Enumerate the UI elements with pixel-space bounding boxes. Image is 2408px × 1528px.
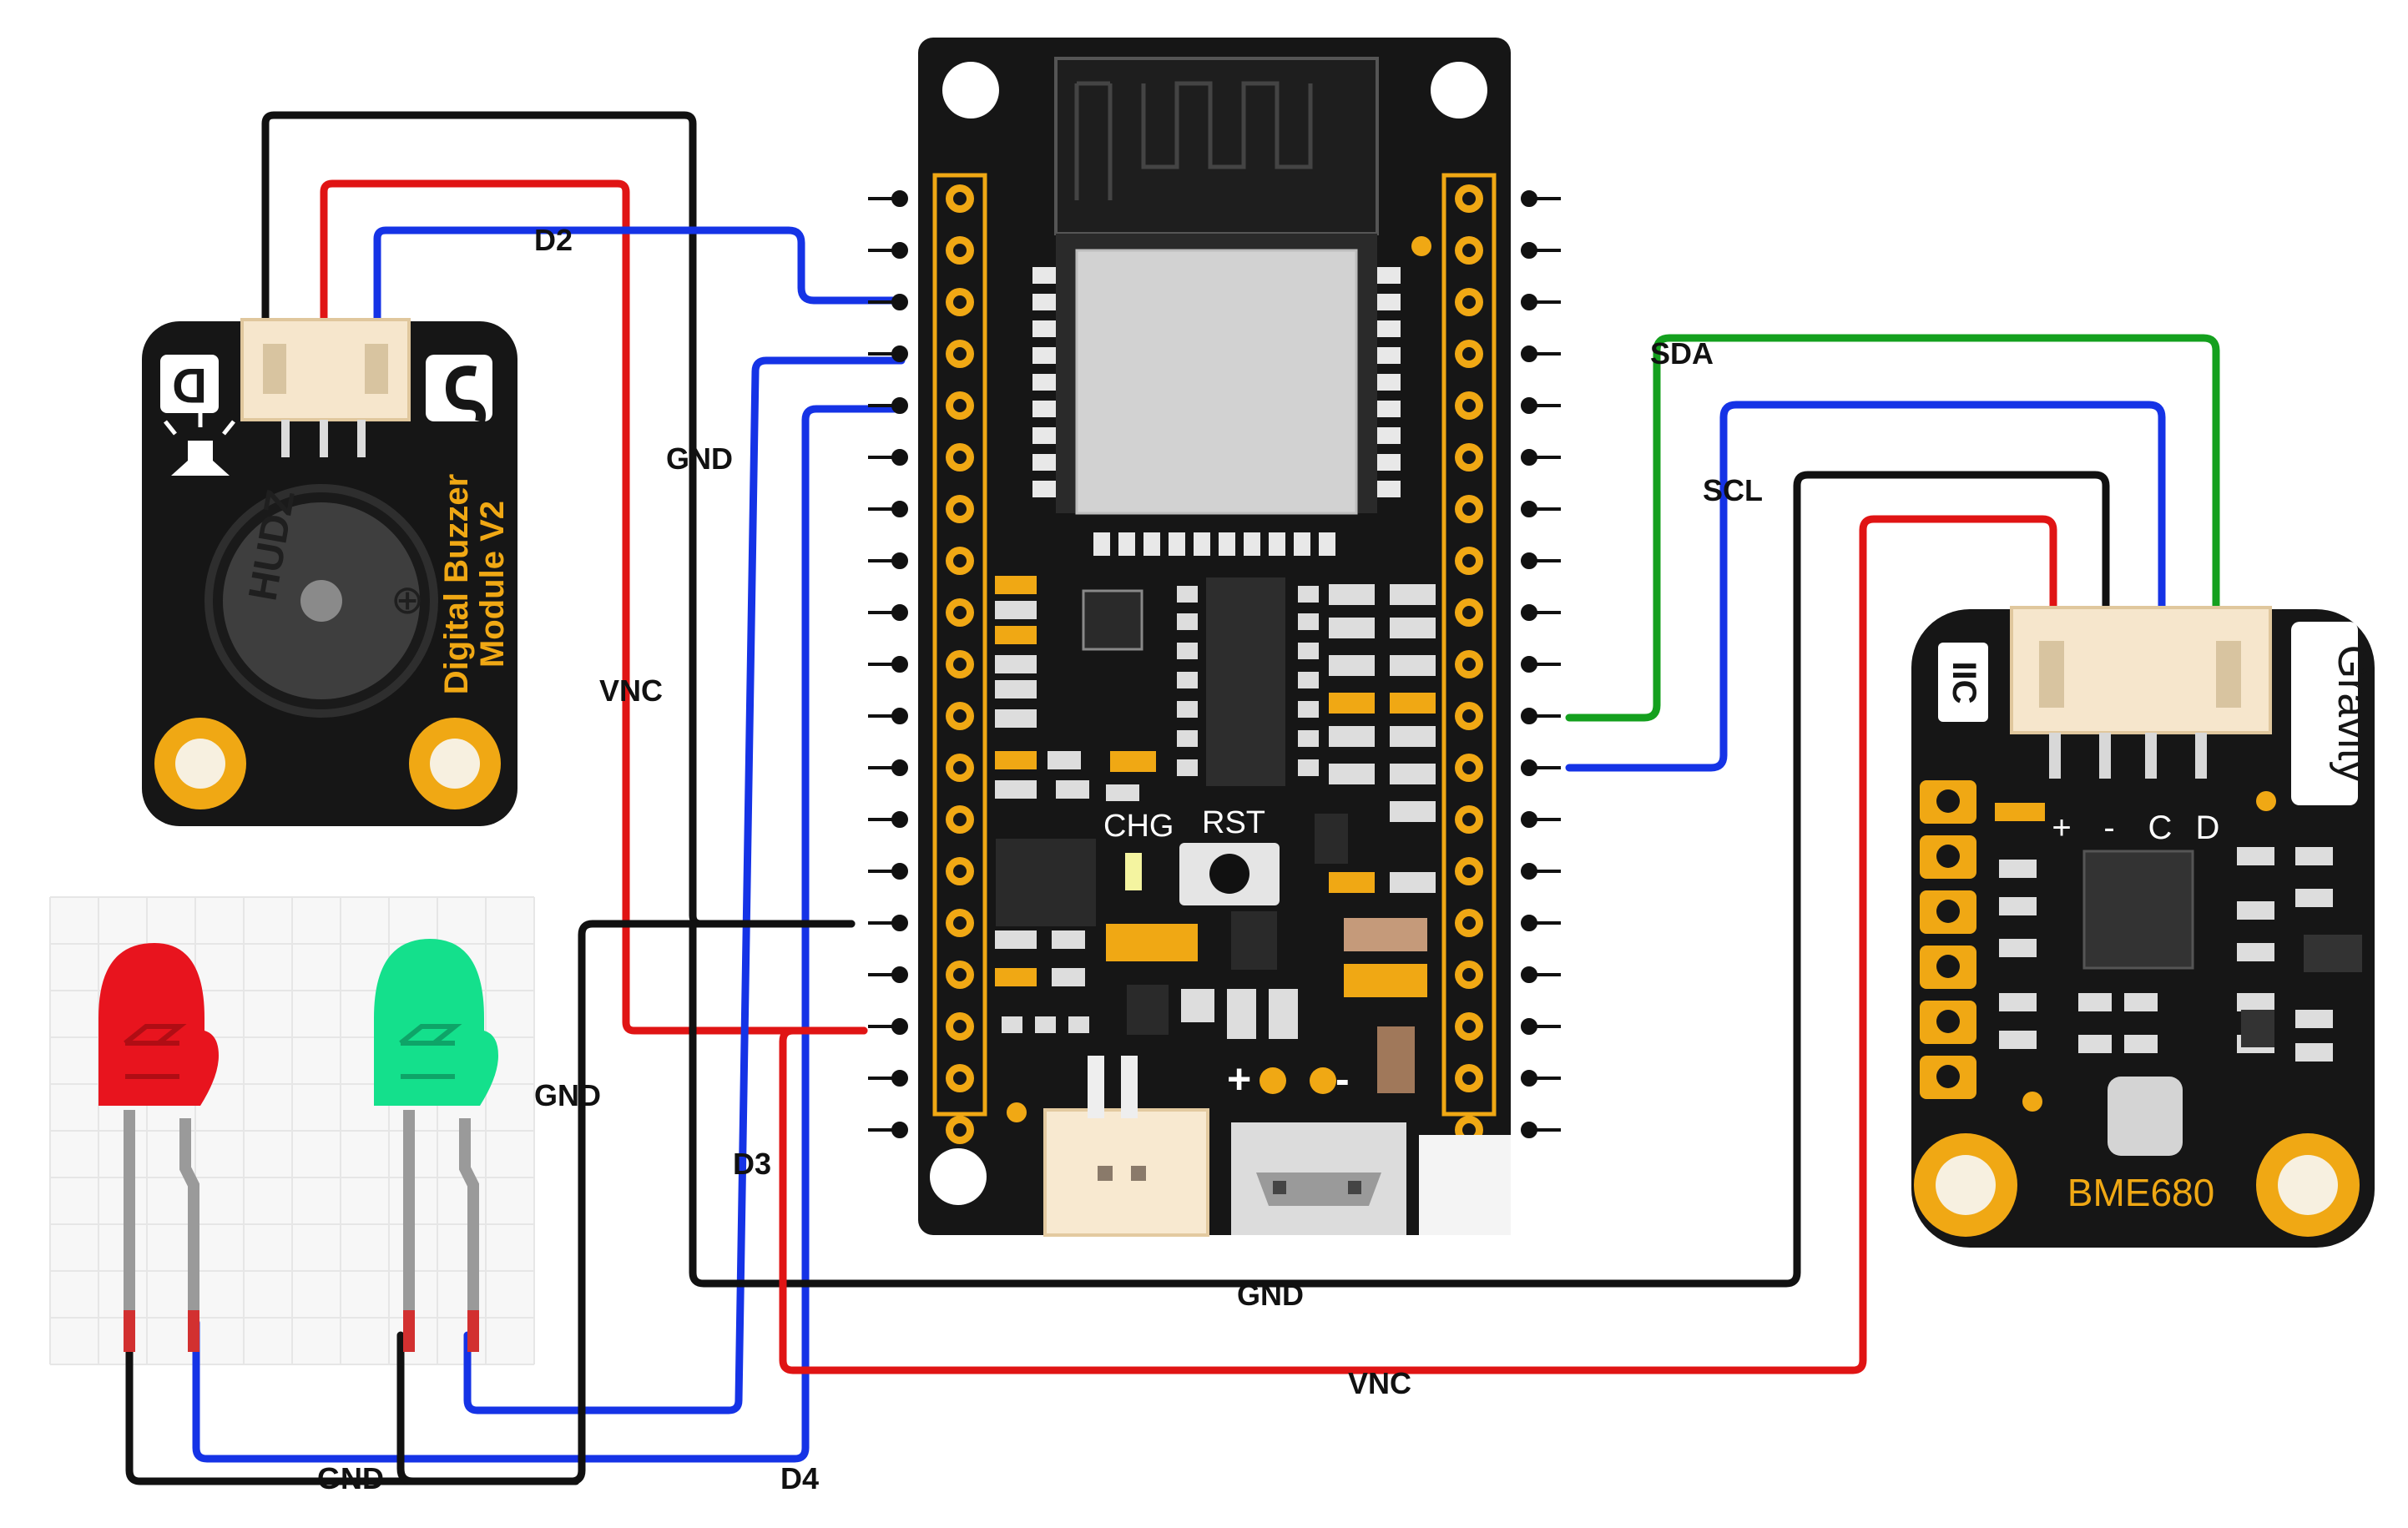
mounting-hole bbox=[1431, 62, 1487, 119]
wire-led-gnd-green bbox=[396, 1331, 580, 1485]
wire-buzzer-signal bbox=[373, 226, 906, 334]
digital-badge bbox=[160, 355, 219, 413]
label-d3: D3 bbox=[733, 1147, 771, 1181]
wire-labels: D2 GND VNC GND D3 GND D4 SDA SCL GND VNC bbox=[317, 223, 1763, 1495]
label-scl: SCL bbox=[1703, 473, 1763, 507]
wire-led-green-signal bbox=[192, 405, 906, 1463]
chg-label: CHG bbox=[1103, 809, 1174, 844]
wire-led-gnd bbox=[125, 920, 856, 1485]
micro-usb-icon bbox=[1231, 1122, 1406, 1235]
mounting-hole bbox=[942, 62, 999, 119]
bme680-pin-label: - bbox=[2103, 809, 2114, 846]
bme680-pin-label: D bbox=[2196, 809, 2220, 846]
buzzer-name-line1: Digital Buzzer bbox=[438, 474, 475, 694]
gravity-brand: Gravity bbox=[2329, 645, 2377, 783]
bme680-pin-label: + bbox=[2052, 809, 2071, 846]
speaker-icon bbox=[164, 413, 235, 476]
wire-buzzer-vcc bbox=[320, 179, 868, 1035]
jst-power-connector bbox=[1043, 1108, 1209, 1237]
buzzer-name-line2: Module V2 bbox=[474, 501, 511, 668]
buzzer-icon: HUDZ ⊕ bbox=[204, 484, 438, 718]
rst-label: RST bbox=[1202, 805, 1265, 840]
label-sda: SDA bbox=[1650, 336, 1714, 371]
usb-uart-chip bbox=[1082, 589, 1143, 651]
wire-led-red-signal bbox=[463, 356, 906, 1415]
plus-label: + bbox=[1227, 1056, 1251, 1102]
right-header bbox=[1441, 173, 1497, 1117]
wire-sensor-scl bbox=[1565, 401, 2166, 772]
led-red-icon bbox=[98, 943, 219, 1352]
regulator-ic bbox=[1206, 577, 1285, 786]
wires bbox=[125, 111, 2220, 1485]
mounting-hole bbox=[930, 1148, 987, 1205]
wire-sensor-vcc bbox=[779, 515, 2057, 1374]
chg-led bbox=[1125, 853, 1142, 890]
label-sensor-gnd: GND bbox=[1237, 1278, 1304, 1312]
led-green-icon bbox=[374, 939, 498, 1352]
label-d4: D4 bbox=[780, 1461, 819, 1495]
buzzer-module: D HUDZ ⊕ Digital Buzzer Module V2 bbox=[142, 318, 517, 826]
dfrobot-logo-icon bbox=[426, 355, 492, 423]
label-buzzer-vnc: VNC bbox=[599, 673, 663, 708]
esp32-shield bbox=[1075, 249, 1358, 515]
wire-sensor-gnd bbox=[689, 471, 2110, 1288]
bme680-sensor bbox=[2108, 1077, 2183, 1156]
wire-sensor-sda bbox=[1565, 334, 2220, 722]
label-sensor-vnc: VNC bbox=[1348, 1366, 1411, 1400]
bme680-pin-label: C bbox=[2148, 809, 2173, 846]
label-led-gnd-bottom: GND bbox=[317, 1461, 384, 1495]
svg-text:⊕: ⊕ bbox=[391, 578, 424, 623]
bme680-name: BME680 bbox=[2067, 1171, 2214, 1214]
minus-label: - bbox=[1335, 1056, 1350, 1102]
left-header bbox=[932, 173, 987, 1117]
reset-button-cap bbox=[1209, 854, 1249, 894]
iic-label: IIC bbox=[1946, 661, 1982, 703]
label-led-gnd: GND bbox=[534, 1078, 601, 1112]
esp32-board: CHG RST + - bbox=[868, 38, 1561, 1237]
digital-badge-text: D bbox=[172, 358, 207, 412]
label-buzzer-gnd: GND bbox=[666, 441, 733, 476]
bme680-chip bbox=[2082, 850, 2194, 970]
label-d2: D2 bbox=[534, 223, 573, 257]
